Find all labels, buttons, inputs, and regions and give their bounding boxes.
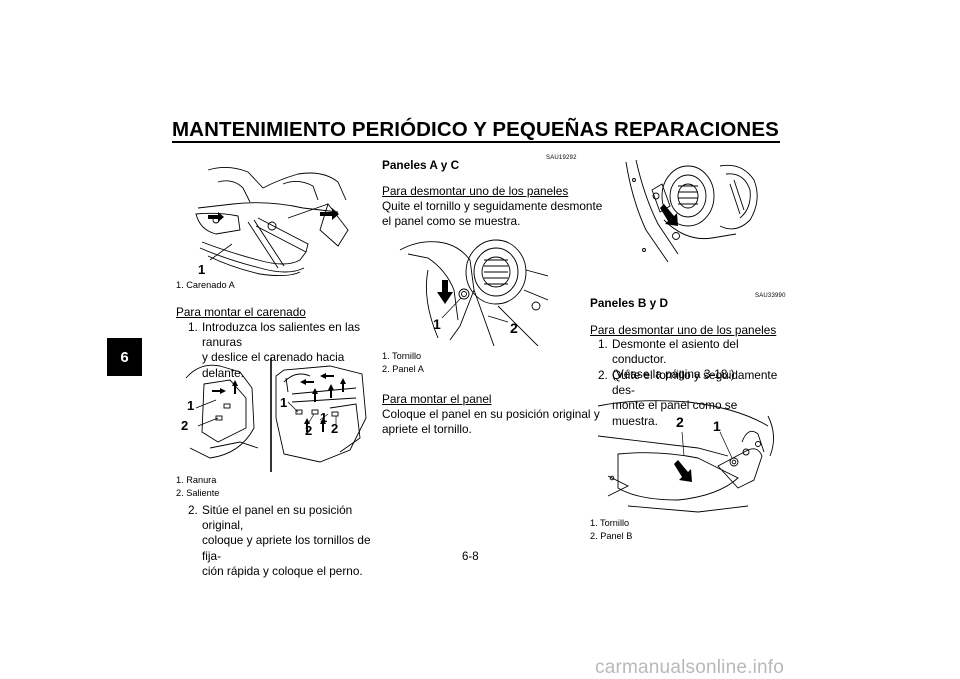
section-heading-b-d: Paneles B y D [590, 296, 669, 310]
mount-panel-text-1: Coloque el panel en su posición original… [382, 407, 600, 421]
fig3-callout-2: 2 [510, 320, 518, 336]
title-rule [172, 141, 780, 143]
fig5-callout-1: 1 [713, 418, 721, 434]
page-number: 6-8 [462, 551, 479, 563]
fig3-caption-1: 1. Tornillo [382, 351, 422, 361]
section-code-a-c: SAU19292 [546, 155, 577, 161]
section-code-b-d: SAU33990 [755, 293, 786, 299]
fig2-callout-2a: 2 [181, 418, 189, 433]
fig3-caption-2: 2. Panel A [382, 364, 424, 374]
fig5-caption-2: 2. Panel B [590, 531, 633, 541]
fig2-caption-1: 1. Ranura [176, 475, 217, 485]
remove-panel-heading-a: Para desmontar uno de los paneles [382, 184, 569, 198]
remove-panel-heading-b: Para desmontar uno de los paneles [590, 323, 777, 337]
fig2-callout-1c: 1 [320, 410, 328, 425]
figure-fairing-a [195, 167, 349, 277]
remove-panel-text-a-1: Quite el tornillo y seguidamente desmont… [382, 199, 603, 213]
col1-step-2: 2.Sitúe el panel en su posición original… [188, 503, 371, 578]
remove-panel-text-a-2: el panel como se muestra. [382, 214, 521, 228]
fig2-caption-2: 2. Saliente [176, 488, 220, 498]
figure-panel-c [625, 159, 758, 263]
watermark: carmanualsonline.info [595, 657, 785, 678]
col3-step-2: 2.Quite el tornillo y seguidamente des- … [598, 368, 778, 428]
mount-panel-heading: Para montar el panel [382, 392, 492, 406]
col3-step-1: 1.Desmonte el asiento del conductor. (Vé… [598, 337, 739, 382]
figure-panel-b [598, 400, 774, 513]
col1-step-1: 1.Introduzca los salientes en las ranura… [188, 320, 361, 380]
fig2-callout-1a: 1 [187, 398, 195, 413]
mount-fairing-heading: Para montar el carenado [176, 305, 306, 319]
page-title: MANTENIMIENTO PERIÓDICO Y PEQUEÑAS REPAR… [172, 118, 779, 141]
figure-panel-a [399, 239, 548, 346]
fig2-callout-2c: 2 [331, 421, 339, 436]
mount-panel-text-2: apriete el tornillo. [382, 422, 472, 436]
fig5-caption-1: 1. Tornillo [590, 518, 630, 528]
fig2-callout-2b: 2 [305, 423, 313, 438]
fig1-caption: 1. Carenado A [176, 280, 235, 290]
section-heading-a-c: Paneles A y C [382, 158, 460, 172]
fig1-callout-1: 1 [198, 262, 206, 277]
figure-slots-tabs [185, 358, 367, 472]
fig3-callout-1: 1 [433, 316, 441, 332]
fig2-callout-1b: 1 [280, 395, 288, 410]
chapter-tab: 6 [107, 338, 142, 376]
fig5-callout-2: 2 [676, 414, 684, 430]
